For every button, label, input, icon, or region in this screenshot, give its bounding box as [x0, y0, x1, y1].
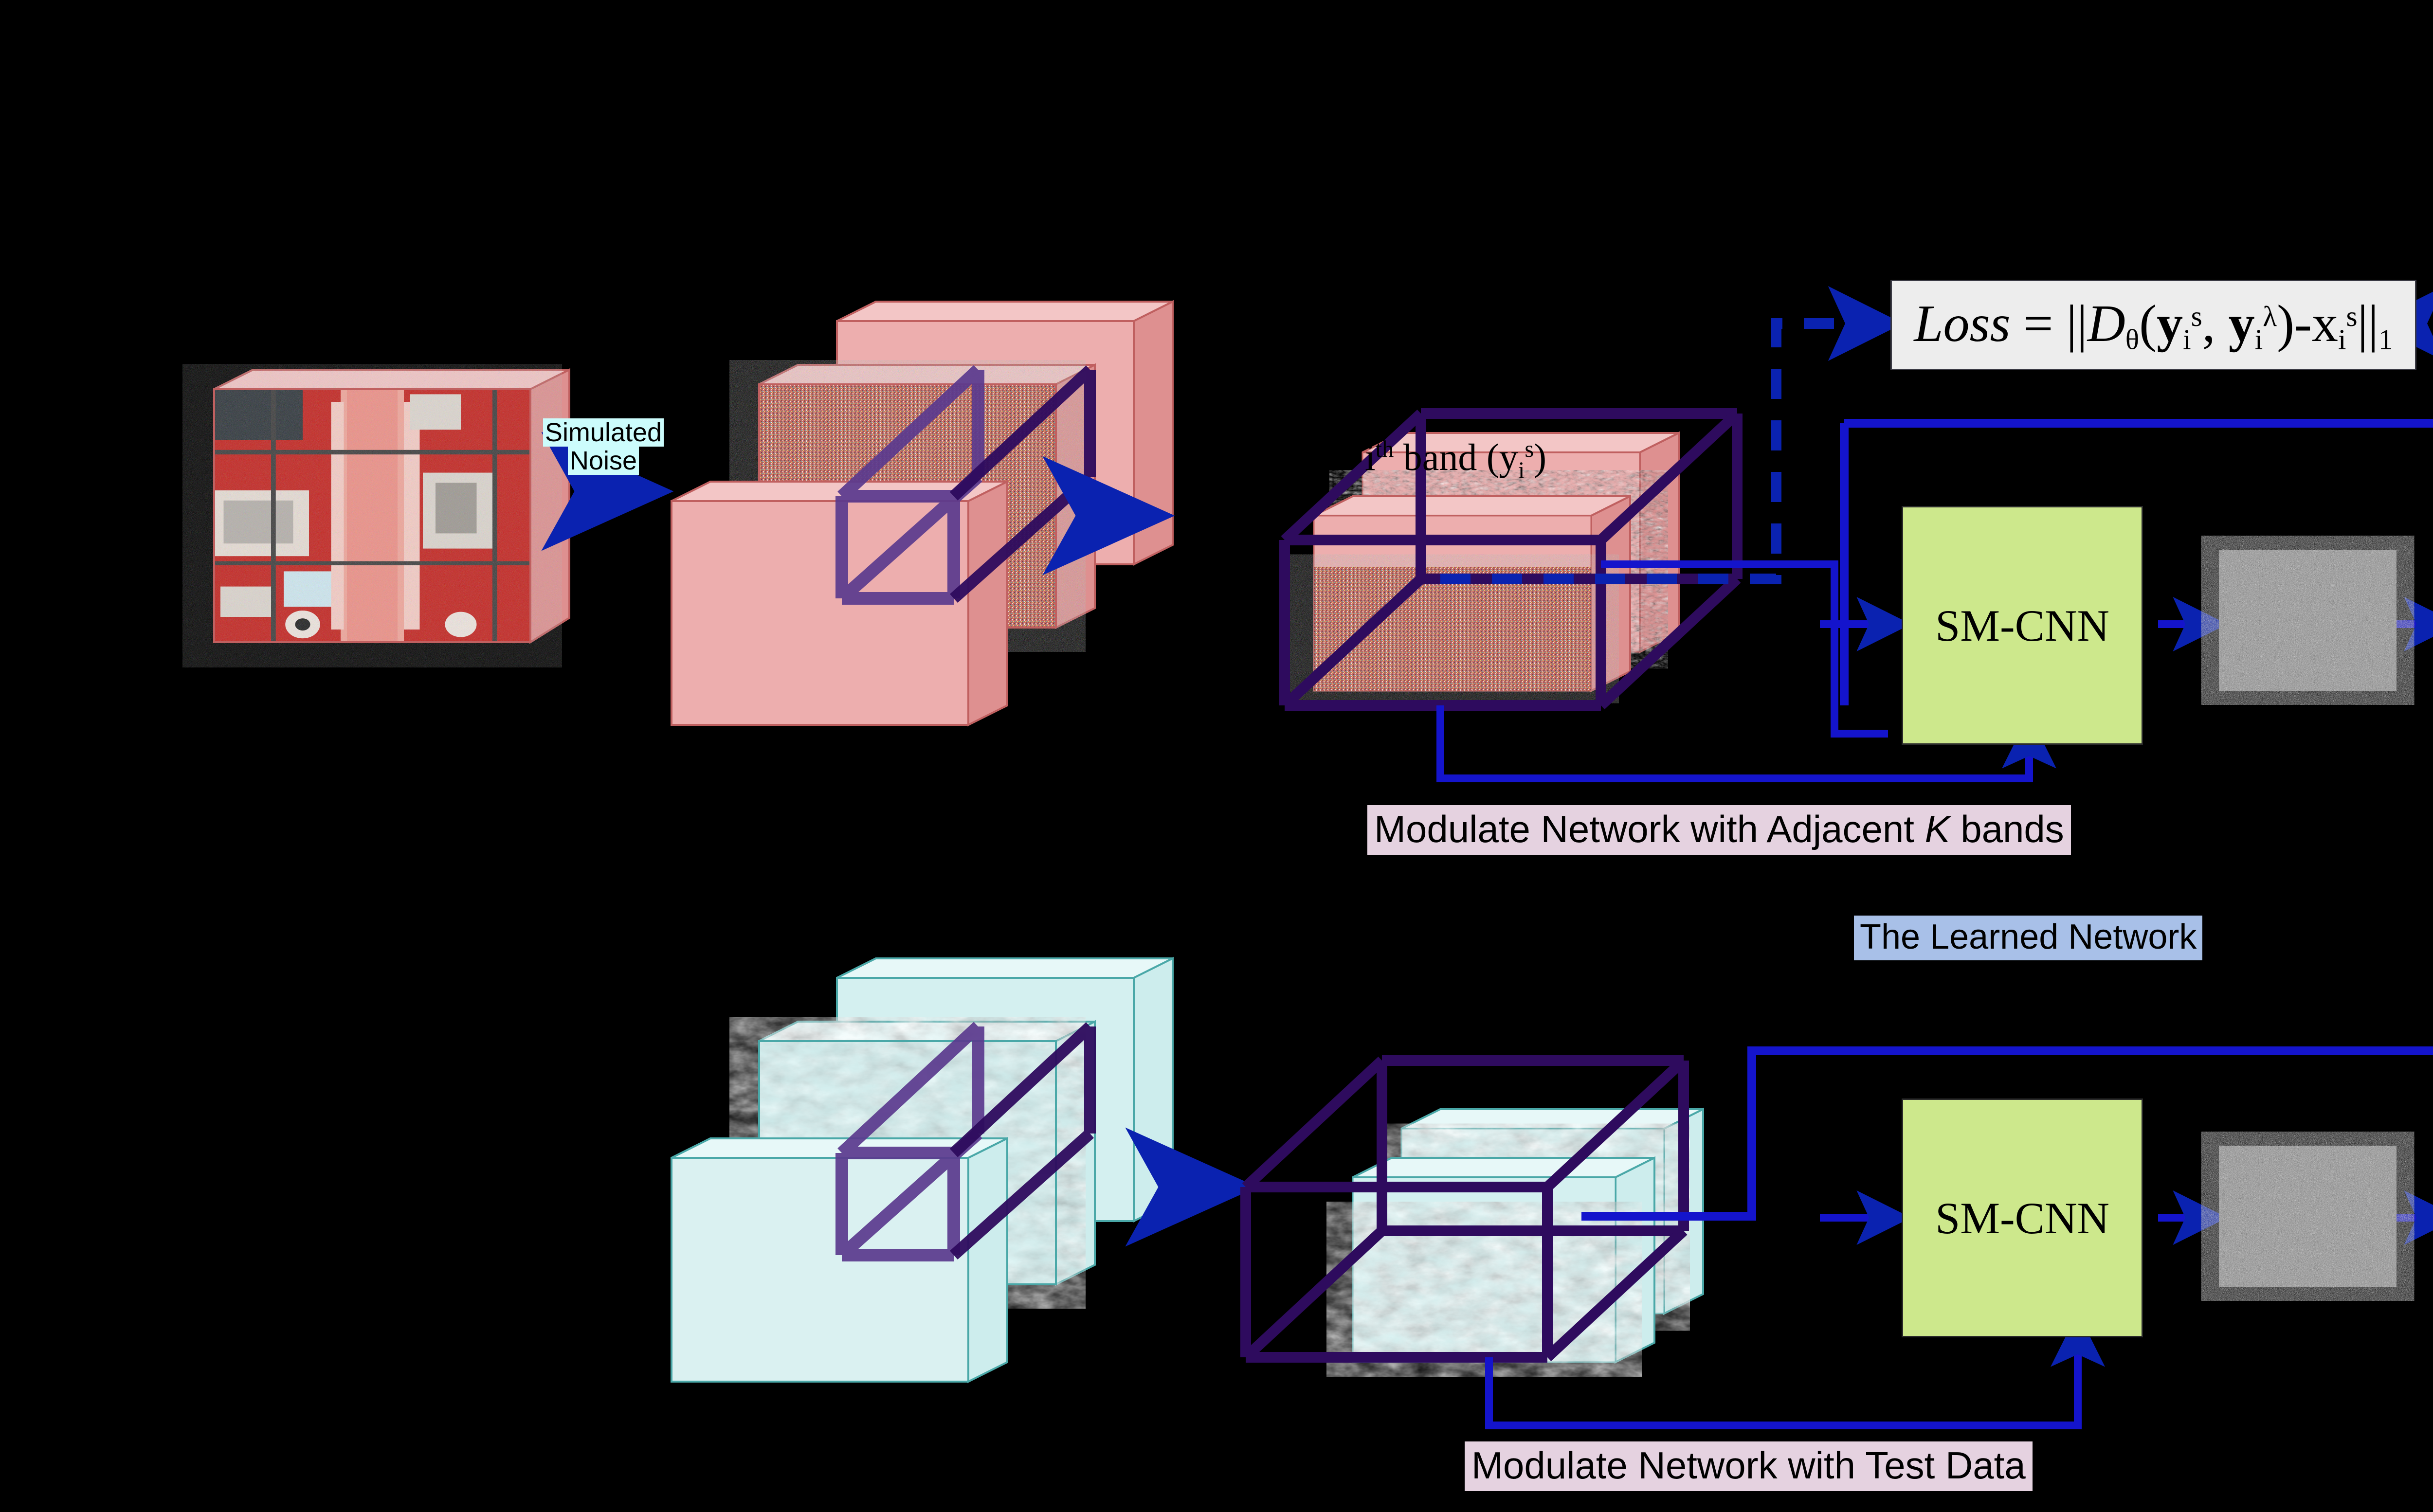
modulate-adjacent-pre: Modulate Network with Adjacent: [1374, 808, 1925, 850]
smcnn-label-top: SM-CNN: [1935, 600, 2109, 650]
wire-modulate-top: [1436, 705, 2056, 782]
loss-equation: Loss = ||Dθ(yis, yiλ)-xis||1: [1914, 294, 2393, 356]
band-cuboid-bottom: [1240, 1055, 1704, 1364]
learned-network-label: The Learned Network: [1854, 916, 2203, 960]
wire-skip-top: [1840, 419, 2433, 705]
modulate-adjacent-k: K: [1925, 808, 1950, 850]
band-wireframe-bottom: [1240, 1055, 1689, 1363]
band-selection-box-top: [835, 365, 984, 605]
modulate-adjacent-label: Modulate Network with Adjacent K bands: [1367, 805, 2071, 855]
wire-band-to-smcnn: [1601, 560, 1888, 738]
band-index-label: ith band (yis): [1365, 436, 1547, 484]
noise-patch-bottom: [2219, 1146, 2397, 1287]
smcnn-box-top[interactable]: SM-CNN: [1902, 506, 2143, 745]
noisy-cube-stack: [671, 300, 1174, 727]
test-cube-stack: [671, 956, 1174, 1384]
dashed-band-to-loss: [1440, 286, 1903, 584]
simulated-noise-line1: Simulated: [543, 418, 664, 447]
noise-patch-top: [2219, 550, 2397, 691]
modulate-adjacent-post: bands: [1950, 808, 2064, 850]
wire-modulate-bottom: [1485, 1312, 2105, 1429]
wire-skip-bottom: [1581, 1046, 2433, 1221]
smcnn-box-bottom[interactable]: SM-CNN: [1902, 1098, 2143, 1337]
simulated-noise-label: Simulated Noise: [523, 418, 684, 475]
simulated-noise-line2: Noise: [567, 447, 639, 475]
smcnn-label-bottom: SM-CNN: [1935, 1193, 2109, 1243]
loss-box: Loss = ||Dθ(yis, yiλ)-xis||1: [1890, 280, 2416, 370]
clean-cube: [213, 368, 570, 644]
modulate-test-label: Modulate Network with Test Data: [1465, 1441, 2033, 1491]
